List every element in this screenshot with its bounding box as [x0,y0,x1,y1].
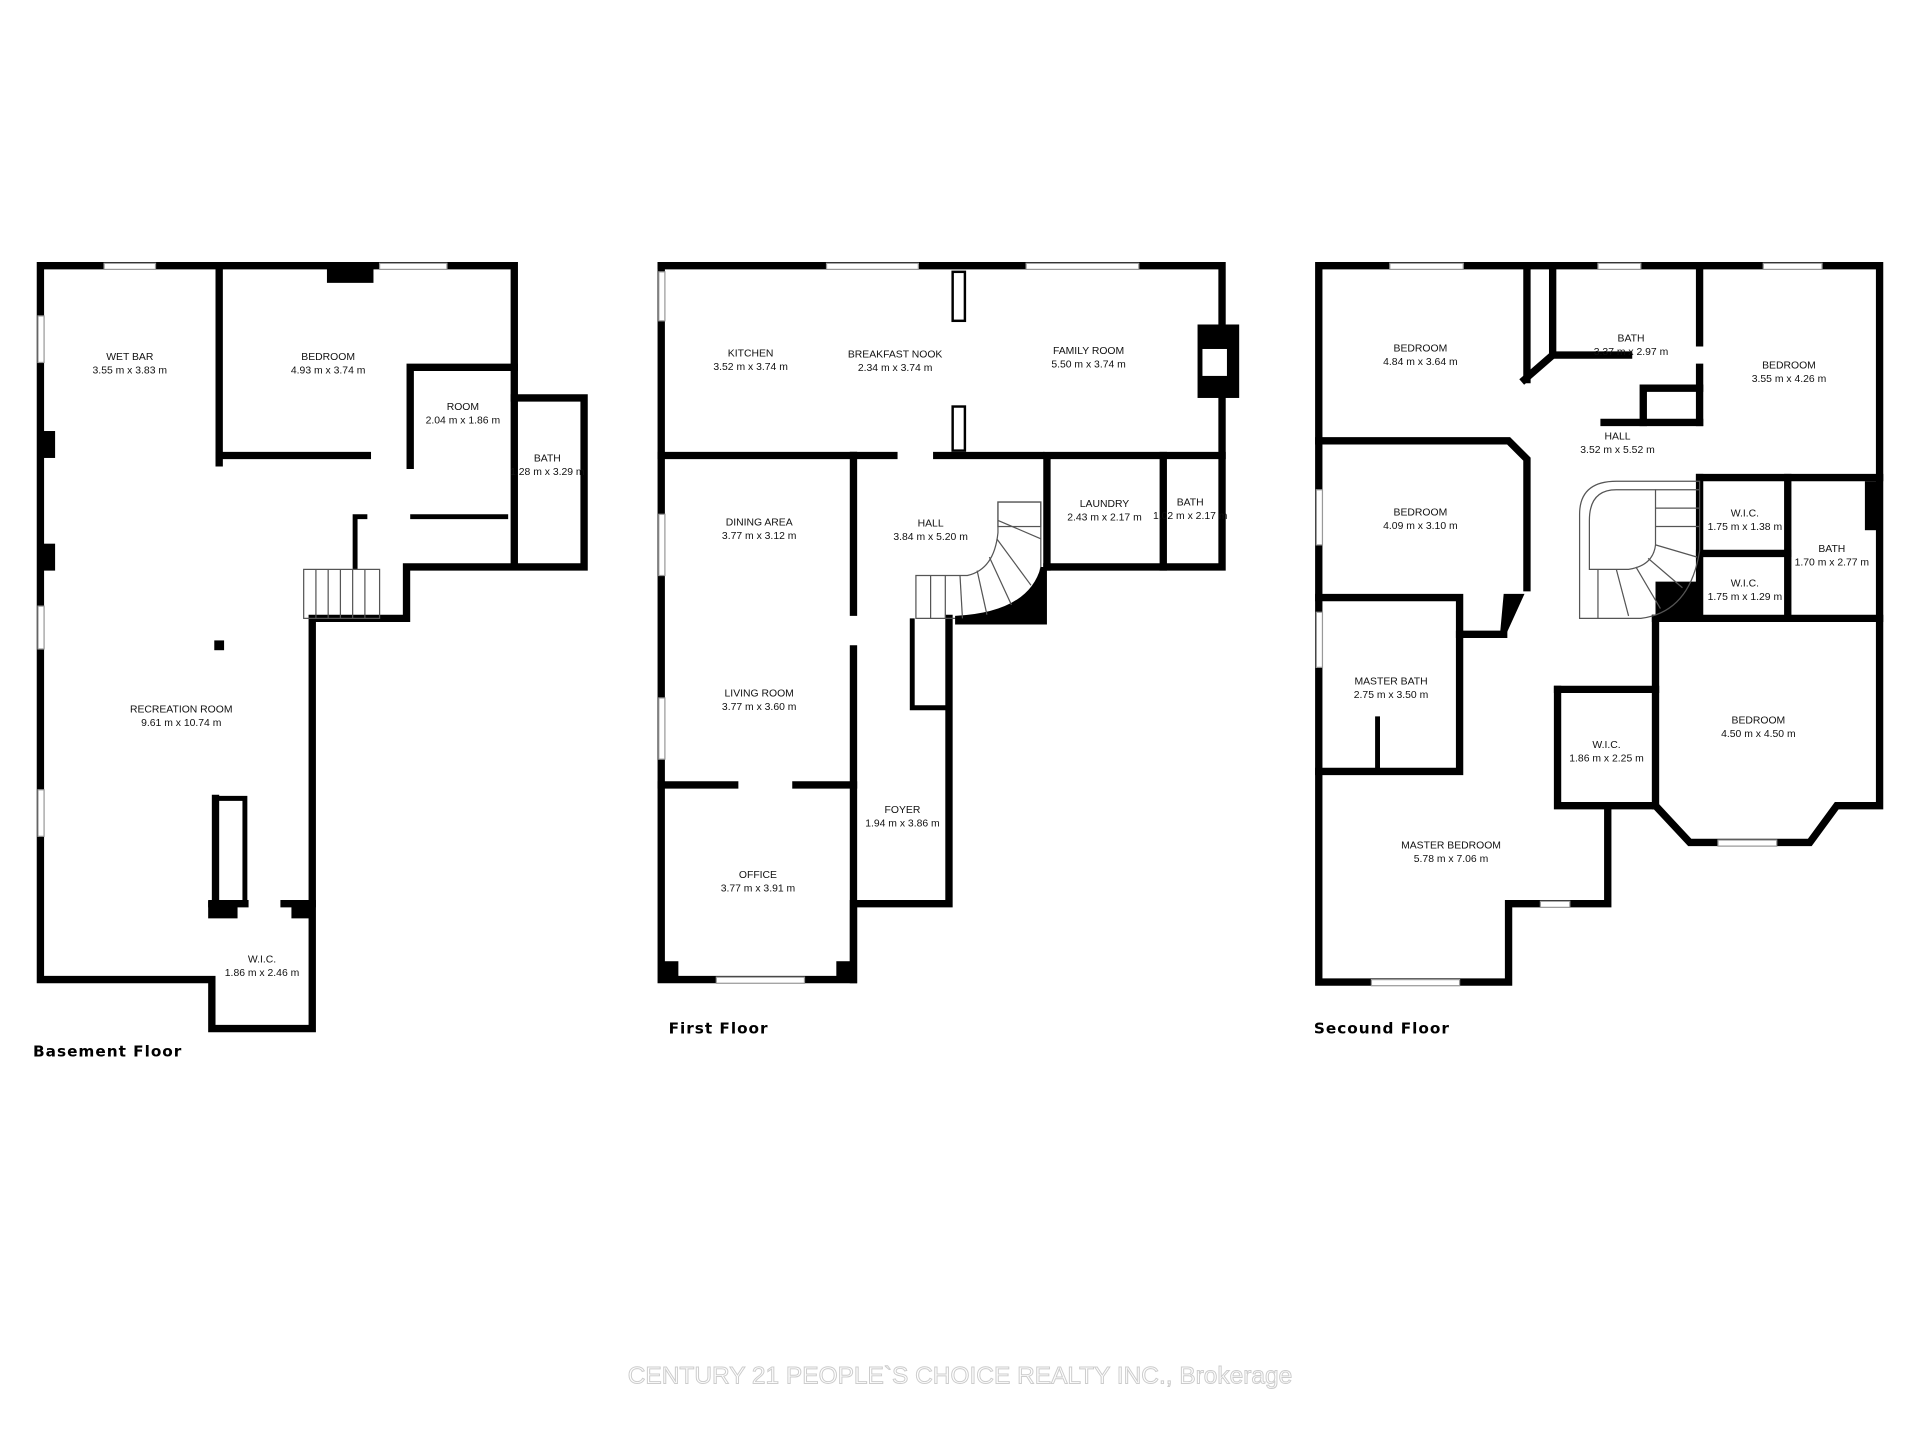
room-name: HALL [1605,432,1631,443]
room-dims: 2.04 m x 1.86 m [426,416,501,427]
room-name: RECREATION ROOM [130,705,233,716]
svg-text:W.I.C.1.75 m x 1.38 m: W.I.C. 1.75 m x 1.38 m [1708,509,1783,533]
room-dims: 9.61 m x 10.74 m [141,718,221,729]
floor-label-basement: Basement Floor [33,1043,182,1061]
room-dims: 3.77 m x 3.12 m [722,531,797,542]
room-name: BEDROOM [1732,716,1786,727]
room-name: WET BAR [106,352,154,363]
room-dims: 3.77 m x 3.91 m [721,883,796,894]
room-dims: 1.75 m x 1.29 m [1708,592,1783,603]
room-dims: 1.75 m x 1.38 m [1708,522,1783,533]
room-name: BEDROOM [301,352,355,363]
room-name: W.I.C. [248,954,276,965]
room-name: HALL [918,519,944,530]
room-name: DINING AREA [726,517,793,528]
room-name: W.I.C. [1592,740,1620,751]
room-dims: 4.50 m x 4.50 m [1721,729,1796,740]
room-dims: 1.94 m x 3.86 m [865,819,940,830]
room-name: MASTER BEDROOM [1401,841,1501,852]
room-name: BATH [1177,498,1204,509]
room-dims: 2.43 m x 2.17 m [1067,512,1142,523]
room-name: BATH [1618,334,1645,345]
room-name: OFFICE [739,870,777,881]
room-dims: 1.28 m x 3.29 m [510,467,585,478]
room-dims: 3.52 m x 3.74 m [713,362,788,373]
room-dims: 2.34 m x 3.74 m [858,363,933,374]
room-name: FAMILY ROOM [1053,346,1124,357]
room-name: W.I.C. [1731,509,1759,520]
room-dims: 4.09 m x 3.10 m [1383,521,1458,532]
second-floor-stairs [1578,480,1701,619]
first-floor-stairs [915,501,1047,625]
second-floor-plan [1315,262,1884,987]
room-name: BATH [1818,544,1845,555]
room-dims: 3.55 m x 3.83 m [93,365,168,376]
room-name: BEDROOM [1762,361,1816,372]
room-dims: 1.86 m x 2.46 m [225,968,300,979]
room-dims: 4.93 m x 3.74 m [291,365,366,376]
room-dims: 3.52 m x 5.52 m [1580,445,1655,456]
room-name: KITCHEN [728,348,774,359]
room-dims: 3.37 m x 2.97 m [1594,347,1669,358]
room-dims: 2.75 m x 3.50 m [1354,690,1429,701]
room-name: FOYER [885,805,921,816]
room-name: BEDROOM [1394,508,1448,519]
room-dims: 3.84 m x 5.20 m [893,532,968,543]
floor-label-first: First Floor [669,1019,769,1037]
first-floor-plan [657,262,1240,984]
room-name: BEDROOM [1394,343,1448,354]
svg-text:W.I.C.1.75 m x 1.29 m: W.I.C. 1.75 m x 1.29 m [1708,579,1783,603]
svg-text:W.I.C.1.86 m x 2.46 m: W.I.C. 1.86 m x 2.46 m [225,954,300,978]
room-name: W.I.C. [1731,579,1759,590]
basement-plan [36,262,588,1033]
room-dims: 1.02 m x 2.17 m [1153,511,1228,522]
room-dims: 3.77 m x 3.60 m [722,702,797,713]
room-dims: 1.70 m x 2.77 m [1795,558,1870,569]
basement-stairs [303,568,381,619]
room-dims: 3.55 m x 4.26 m [1752,374,1827,385]
room-name: LIVING ROOM [725,689,794,700]
room-name: MASTER BATH [1354,676,1427,687]
room-name: BATH [534,454,561,465]
room-dims: 5.50 m x 3.74 m [1051,359,1126,370]
room-name: LAUNDRY [1080,499,1130,510]
watermark: CENTURY 21 PEOPLE`S CHOICE REALTY INC., … [628,1363,1293,1390]
room-name: BREAKFAST NOOK [848,350,943,361]
room-dims: 4.84 m x 3.64 m [1383,357,1458,368]
svg-text:W.I.C.1.86 m x 2.25 m: W.I.C. 1.86 m x 2.25 m [1569,740,1644,764]
room-name: ROOM [447,402,479,413]
floor-label-second: Secound Floor [1314,1019,1450,1037]
room-dims: 5.78 m x 7.06 m [1414,854,1489,865]
room-dims: 1.86 m x 2.25 m [1569,754,1644,765]
